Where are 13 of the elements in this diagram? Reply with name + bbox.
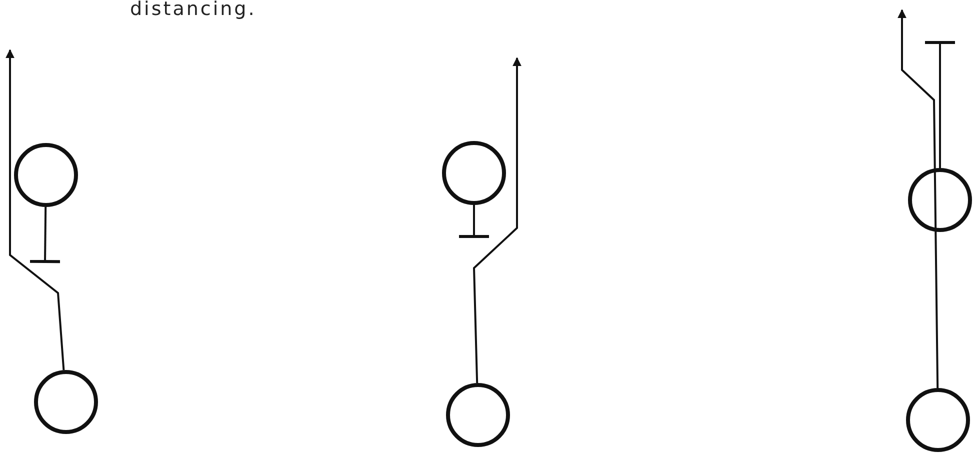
screen-line — [459, 205, 489, 238]
player-circle — [34, 370, 98, 434]
caption-text: distancing. — [130, 0, 256, 20]
player-circle — [906, 388, 970, 452]
player-circle — [908, 168, 972, 232]
movement-arrow — [898, 9, 939, 388]
player-circle — [446, 383, 510, 447]
movement-arrow — [472, 57, 522, 384]
movement-arrow — [6, 49, 65, 370]
screen-line — [925, 41, 955, 168]
player-circle — [442, 141, 506, 205]
screen-line — [30, 206, 60, 264]
player-circle — [14, 143, 78, 207]
